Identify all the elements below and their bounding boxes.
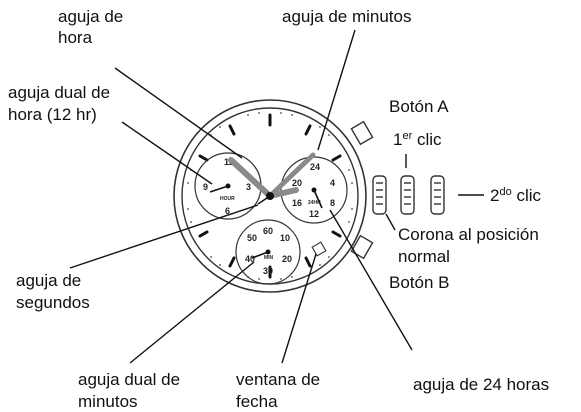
bottom-subdial: 60 10 50 20 40 30 MIN: [235, 219, 301, 285]
label-crown-2: normal: [398, 247, 450, 266]
bottom-dial-60: 60: [263, 226, 273, 236]
bottom-dial-50: 50: [247, 233, 257, 243]
bottom-dial-40: 40: [245, 254, 255, 264]
crown: [372, 175, 387, 215]
label-first-click: 1er clic: [393, 130, 442, 149]
label-hour-hand-2: hora: [58, 28, 93, 47]
label-button-a: Botón A: [389, 97, 449, 116]
watch-case: [173, 99, 367, 293]
right-dial-4: 4: [330, 178, 335, 188]
bottom-dial-10: 10: [280, 233, 290, 243]
label-dual-minutes-2: minutos: [78, 392, 138, 411]
label-date-window-1: ventana de: [236, 370, 320, 389]
leader-date-window: [281, 253, 317, 364]
leader-lines: [69, 29, 484, 364]
leader-24h: [329, 209, 413, 351]
leader-hour-hand: [114, 67, 243, 159]
left-dial-name: HOUR: [220, 196, 235, 202]
hour-markers: [198, 113, 342, 279]
label-button-b: Botón B: [389, 273, 450, 292]
left-dial-3: 3: [246, 182, 251, 192]
left-dial-9: 9: [203, 182, 208, 192]
label-dual-hour-2: hora (12 hr): [8, 105, 97, 124]
right-dial-name: 24HR: [308, 200, 321, 206]
date-window: [311, 241, 327, 257]
bottom-dial-30: 30: [263, 266, 273, 276]
bottom-dial-20: 20: [282, 254, 292, 264]
label-minute-hand: aguja de minutos: [282, 7, 411, 26]
label-seconds-1: aguja de: [16, 271, 81, 290]
watch: 12 3 9 6 HOUR 24 4 20 16 8 12 24HR 60 10…: [173, 99, 445, 293]
label-seconds-2: segundos: [16, 293, 90, 312]
leader-seconds: [69, 204, 259, 269]
leader-minute-hand: [317, 29, 356, 151]
right-dial-16: 16: [292, 198, 302, 208]
button-a: [350, 120, 374, 146]
bottom-dial-name: MIN: [264, 255, 274, 261]
hour-hand: [228, 157, 273, 199]
label-date-window-2: fecha: [236, 392, 278, 411]
label-dual-minutes-1: aguja dual de: [78, 370, 180, 389]
right-dial-12: 12: [309, 209, 319, 219]
crown-second-click: [430, 175, 445, 215]
hour-hand-tail: [267, 187, 299, 199]
leader-crown: [385, 213, 396, 231]
label-dual-hour-1: aguja dual de: [8, 83, 110, 102]
crown-first-click: [400, 175, 415, 215]
right-dial-20: 20: [292, 178, 302, 188]
left-dial-6: 6: [225, 206, 230, 216]
label-second-click: 2do clic: [490, 186, 541, 205]
right-dial-24: 24: [310, 162, 320, 172]
minute-hand: [267, 152, 316, 199]
button-b: [350, 234, 374, 260]
center-pin: [266, 192, 274, 200]
leader-dual-minutes: [129, 261, 255, 364]
label-24h-hand: aguja de 24 horas: [413, 375, 549, 394]
right-dial-8: 8: [330, 198, 335, 208]
leader-dual-hour: [121, 121, 213, 185]
label-hour-hand-1: aguja de: [58, 7, 123, 26]
main-hands: [228, 152, 316, 205]
left-subdial: 12 3 9 6 HOUR: [194, 152, 262, 220]
label-crown-1: Corona al posición: [398, 225, 539, 244]
